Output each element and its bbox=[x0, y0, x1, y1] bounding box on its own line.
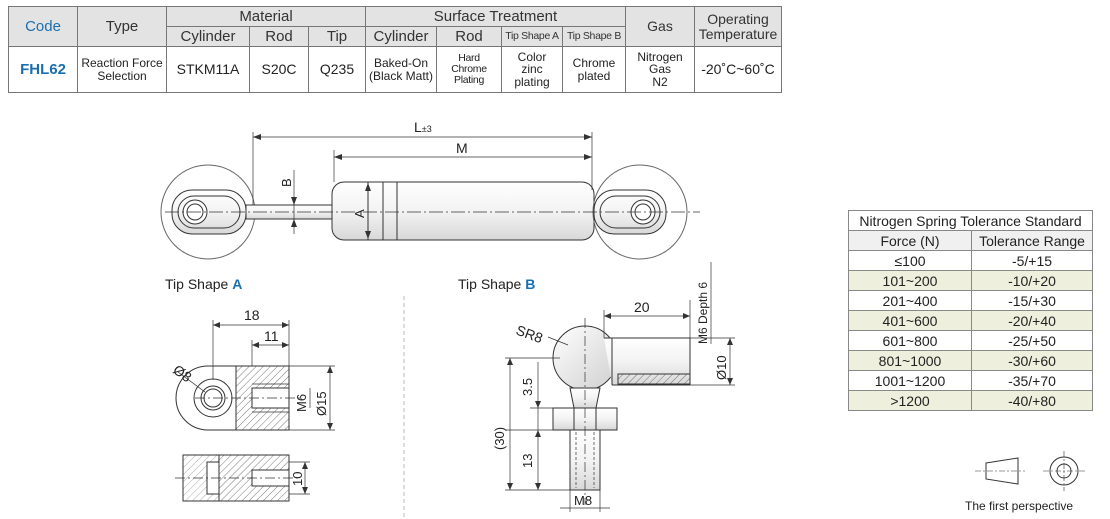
tip-b-dim-20: 20 bbox=[634, 299, 650, 315]
tolerance-title: Nitrogen Spring Tolerance Standard bbox=[848, 210, 1093, 231]
dim-B: B bbox=[279, 178, 294, 187]
tolerance-force: 1001~1200 bbox=[848, 370, 972, 391]
tip-b-drawing bbox=[505, 262, 735, 512]
table-row: 101~200 -10/+20 bbox=[848, 270, 1093, 291]
cell-st-tip-b-line1: Chrome bbox=[572, 55, 616, 70]
tolerance-table: Nitrogen Spring Tolerance Standard Force… bbox=[848, 210, 1093, 411]
tolerance-range: -40/+80 bbox=[971, 390, 1093, 411]
cell-st-tip-b: Chrome plated bbox=[562, 46, 626, 93]
table-row: ≤100 -5/+15 bbox=[848, 250, 1093, 271]
cell-st-cylinder: Baked-On (Black Matt) bbox=[365, 46, 437, 93]
tip-a-drawing bbox=[175, 320, 335, 502]
table-row: >1200 -40/+80 bbox=[848, 390, 1093, 411]
dim-L-tolerance: ±3 bbox=[422, 124, 432, 134]
cell-type-line1: Reaction Force bbox=[81, 55, 163, 70]
tip-b-dim-35: 3.5 bbox=[520, 378, 535, 396]
table-row: 801~1000 -30/+60 bbox=[848, 350, 1093, 371]
header-gas: Gas bbox=[625, 6, 695, 47]
cell-material-tip: Q235 bbox=[308, 46, 366, 93]
header-st-cylinder: Cylinder bbox=[365, 26, 437, 47]
header-rod: Rod bbox=[249, 26, 309, 47]
tip-a-dim-d15: Ø15 bbox=[314, 391, 329, 416]
dim-L: L±3 bbox=[414, 119, 432, 135]
tolerance-force: 601~800 bbox=[848, 330, 972, 351]
header-operating-temperature: Operating Temperature bbox=[694, 6, 782, 47]
gas-spring-drawing bbox=[160, 132, 700, 260]
tip-b-label-prefix: Tip Shape bbox=[458, 276, 526, 292]
table-row: 201~400 -15/+30 bbox=[848, 290, 1093, 311]
first-angle-projection-symbol bbox=[975, 451, 1085, 491]
header-material: Material bbox=[166, 6, 366, 27]
cell-gas-line2: Gas bbox=[648, 62, 671, 77]
tolerance-range: -10/+20 bbox=[971, 270, 1093, 291]
tip-a-dim-11: 11 bbox=[264, 328, 279, 344]
tolerance-range: -15/+30 bbox=[971, 290, 1093, 311]
cell-st-rod-line1: Hard Chrome bbox=[451, 51, 487, 75]
table-row: 601~800 -25/+50 bbox=[848, 330, 1093, 351]
cell-st-tip-a-line1: Color bbox=[517, 49, 547, 64]
tolerance-force: 801~1000 bbox=[848, 350, 972, 371]
cell-material-rod: S20C bbox=[249, 46, 309, 93]
cell-st-tip-a: Color zinc plating bbox=[501, 46, 563, 93]
tip-a-label: Tip Shape A bbox=[165, 276, 242, 292]
cylinder-body bbox=[331, 181, 595, 241]
cell-gas: Nitrogen Gas N2 bbox=[625, 46, 695, 93]
tolerance-range: -20/+40 bbox=[971, 310, 1093, 331]
tip-b-dim-m6-depth: M6 Depth 6 bbox=[696, 282, 710, 344]
tip-b-dim-sr8: SR8 bbox=[514, 322, 545, 346]
header-code: Code bbox=[8, 6, 78, 47]
header-tip-shape-b: Tip Shape B bbox=[562, 26, 626, 47]
tolerance-force: ≤100 bbox=[848, 250, 972, 271]
tip-b-dim-d10: Ø10 bbox=[714, 355, 729, 380]
cell-gas-line1: Nitrogen bbox=[637, 49, 683, 64]
tolerance-range: -25/+50 bbox=[971, 330, 1093, 351]
table-row: 401~600 -20/+40 bbox=[848, 310, 1093, 331]
header-st-rod: Rod bbox=[436, 26, 502, 47]
cell-st-tip-a-line2: zinc plating bbox=[514, 62, 550, 89]
tip-b-label-letter: B bbox=[525, 276, 536, 292]
cell-type-line2: Selection bbox=[97, 68, 147, 83]
cell-type: Reaction Force Selection bbox=[77, 46, 167, 93]
tip-a-label-letter: A bbox=[232, 276, 243, 292]
cell-gas-line3: N2 bbox=[652, 74, 668, 89]
tip-b-dim-m8: M8 bbox=[574, 493, 592, 508]
header-operating-line2: Temperature bbox=[698, 25, 778, 42]
tolerance-range: -5/+15 bbox=[971, 250, 1093, 271]
tolerance-header-range: Tolerance Range bbox=[971, 230, 1093, 251]
cell-st-rod: Hard Chrome Plating bbox=[436, 46, 502, 93]
cell-code: FHL62 bbox=[8, 46, 78, 93]
spec-table: Code Type Material Surface Treatment Gas… bbox=[8, 6, 782, 93]
header-tip: Tip bbox=[308, 26, 366, 47]
tip-a-label-prefix: Tip Shape bbox=[165, 276, 233, 292]
tip-a-dim-18: 18 bbox=[244, 307, 260, 323]
dim-A: A bbox=[352, 209, 367, 218]
tolerance-range: -35/+70 bbox=[971, 370, 1093, 391]
cell-st-tip-b-line2: plated bbox=[577, 68, 611, 83]
tolerance-header-force: Force (N) bbox=[848, 230, 972, 251]
cell-temperature: -20˚C~60˚C bbox=[694, 46, 782, 93]
tolerance-force: >1200 bbox=[848, 390, 972, 411]
header-operating-line1: Operating bbox=[707, 10, 769, 27]
header-cylinder: Cylinder bbox=[166, 26, 250, 47]
dim-M: M bbox=[456, 140, 468, 156]
header-surface-treatment: Surface Treatment bbox=[365, 6, 626, 27]
tolerance-force: 101~200 bbox=[848, 270, 972, 291]
tip-b-dim-30: (30) bbox=[492, 427, 507, 450]
tolerance-force: 401~600 bbox=[848, 310, 972, 331]
cell-st-rod-line2: Plating bbox=[453, 74, 484, 86]
table-row: 1001~1200 -35/+70 bbox=[848, 370, 1093, 391]
projection-label: The first perspective bbox=[965, 499, 1073, 513]
cell-st-cylinder-line2: (Black Matt) bbox=[369, 68, 434, 83]
tolerance-range: -30/+60 bbox=[971, 350, 1093, 371]
tip-b-dim-13: 13 bbox=[520, 454, 535, 468]
cell-st-cylinder-line1: Baked-On bbox=[373, 55, 429, 70]
tip-b-label: Tip Shape B bbox=[458, 276, 535, 292]
tolerance-force: 201~400 bbox=[848, 290, 972, 311]
cell-material-cylinder: STKM11A bbox=[166, 46, 250, 93]
tip-a-dim-m6: M6 bbox=[294, 394, 309, 412]
tip-a-dim-10: 10 bbox=[290, 472, 305, 486]
